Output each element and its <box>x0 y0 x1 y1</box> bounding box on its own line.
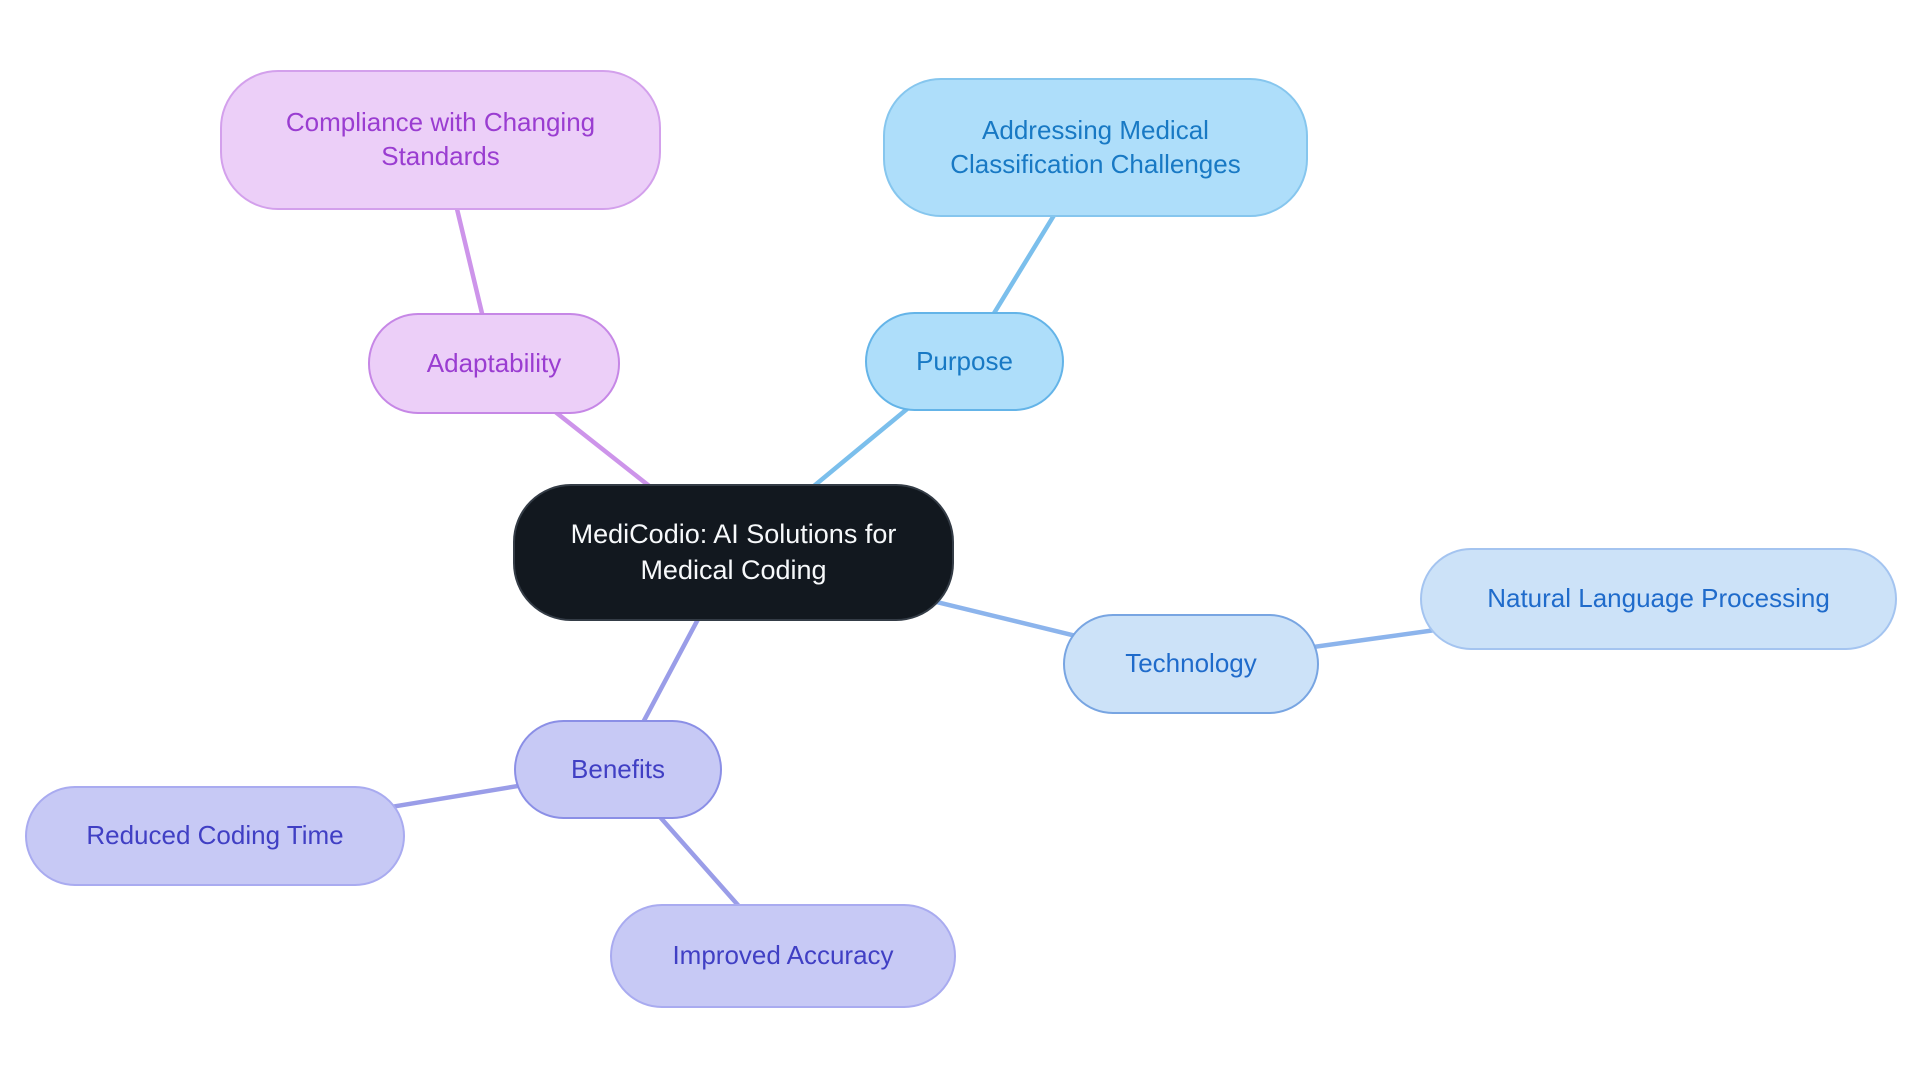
node-label: MediCodio: AI Solutions for Medical Codi… <box>570 519 897 585</box>
node-natural-language-processing[interactable]: Natural Language Processing <box>1420 548 1897 650</box>
node-label: Technology <box>1125 648 1257 679</box>
node-label: Improved Accuracy <box>672 940 894 971</box>
node-benefits[interactable]: Benefits <box>514 720 722 819</box>
node-compliance-with-changing-standards[interactable]: Compliance with Changing Standards <box>220 70 661 210</box>
node-label: Benefits <box>571 753 665 784</box>
node-addressing-medical-classification-challenges[interactable]: Addressing Medical Classification Challe… <box>883 78 1308 217</box>
node-technology[interactable]: Technology <box>1063 614 1319 714</box>
node-adaptability[interactable]: Adaptability <box>368 313 620 414</box>
node-purpose[interactable]: Purpose <box>865 312 1064 411</box>
node-reduced-coding-time[interactable]: Reduced Coding Time <box>25 786 405 886</box>
node-label: Adaptability <box>426 347 562 378</box>
node-central-medicodio[interactable]: MediCodio: AI Solutions for Medical Codi… <box>513 484 954 621</box>
node-label: Purpose <box>916 345 1013 376</box>
node-label: Addressing Medical Classification Challe… <box>950 114 1241 179</box>
node-improved-accuracy[interactable]: Improved Accuracy <box>610 904 956 1008</box>
node-label: Reduced Coding Time <box>86 820 344 851</box>
node-label: Compliance with Changing Standards <box>285 107 596 171</box>
node-label: Natural Language Processing <box>1487 583 1830 614</box>
